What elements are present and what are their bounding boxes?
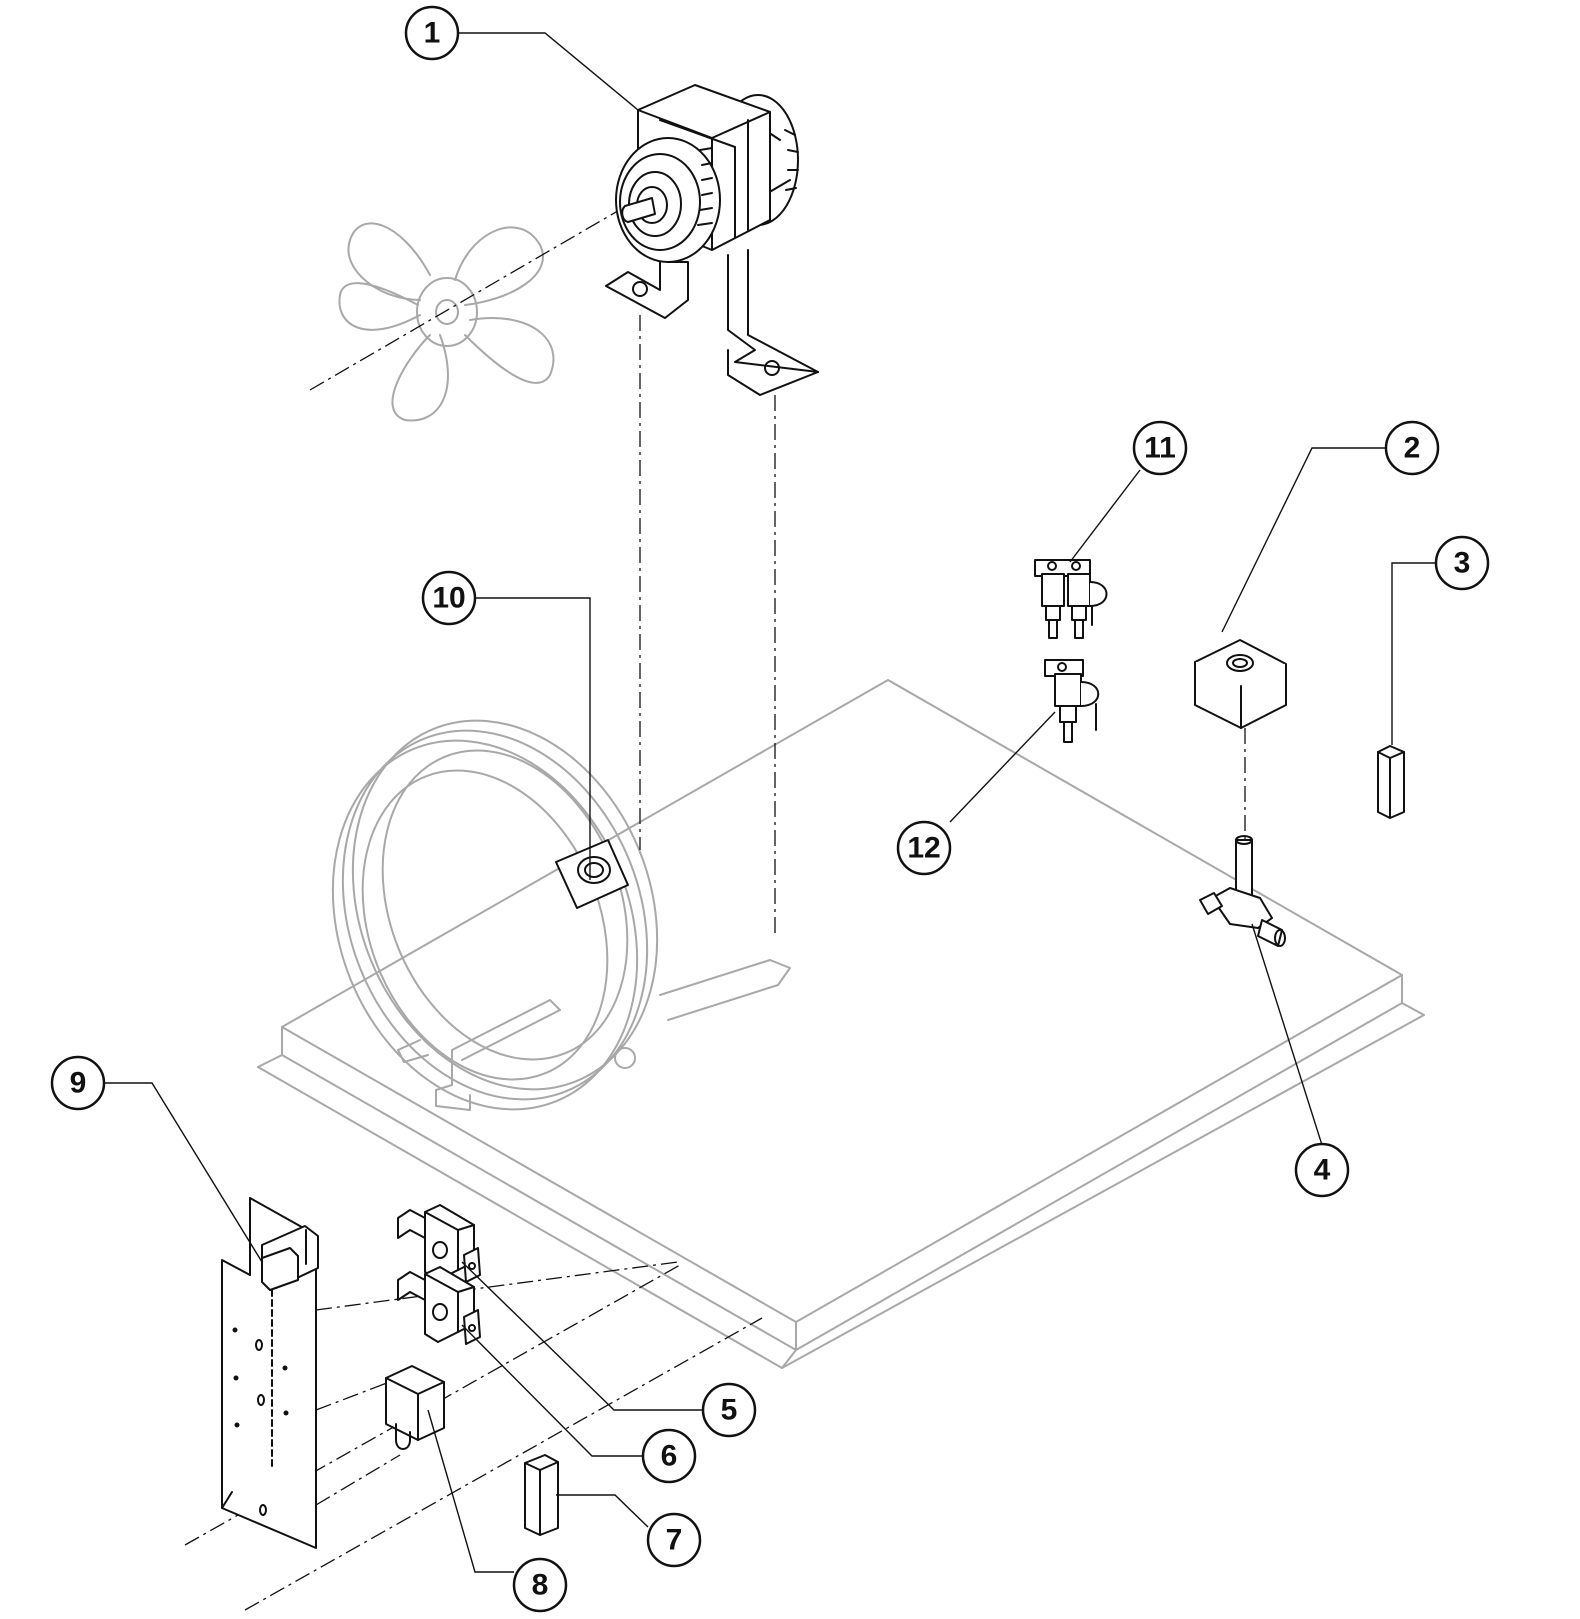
callout-4: 4 — [1294, 1142, 1350, 1198]
callout-8-label: 8 — [532, 1569, 549, 1602]
callout-6-label: 6 — [661, 1440, 678, 1473]
callout-8: 8 — [512, 1557, 568, 1613]
callout-7-label: 7 — [666, 1524, 683, 1557]
condenser-coil — [331, 719, 791, 1111]
callout-2-label: 2 — [1404, 432, 1421, 465]
callout-6: 6 — [641, 1428, 697, 1484]
callout-10: 10 — [421, 570, 477, 626]
callout-12: 12 — [896, 820, 952, 876]
base-plate — [257, 679, 1425, 1369]
fan-blade — [338, 222, 555, 422]
callout-1: 1 — [404, 5, 460, 61]
control-panel — [221, 1197, 319, 1549]
callout-11: 11 — [1132, 420, 1188, 476]
valve-body — [1199, 835, 1286, 947]
callout-9-label: 9 — [70, 1067, 87, 1100]
relay-upper — [397, 1204, 481, 1283]
callout-12-label: 12 — [907, 832, 940, 865]
callout-9: 9 — [50, 1055, 106, 1111]
callout-2: 2 — [1384, 420, 1440, 476]
leader-lines — [104, 32, 1436, 1573]
relay-lower — [397, 1266, 481, 1345]
fan-motor — [605, 84, 819, 396]
callout-5-label: 5 — [721, 1394, 738, 1427]
mounting-clip — [1377, 745, 1405, 819]
callout-3-label: 3 — [1454, 547, 1471, 580]
callout-4-label: 4 — [1314, 1154, 1331, 1187]
capacitor — [385, 1365, 445, 1450]
callout-11-label: 11 — [1144, 432, 1176, 465]
callout-7: 7 — [646, 1512, 702, 1568]
callout-10-label: 10 — [432, 582, 465, 615]
callout-3: 3 — [1434, 535, 1490, 591]
solenoid-coil — [1194, 639, 1287, 729]
callout-1-label: 1 — [424, 17, 441, 50]
terminal-cover — [524, 1454, 559, 1536]
callout-5: 5 — [701, 1382, 757, 1438]
dual-water-valve — [1034, 559, 1108, 639]
coil-clamp — [555, 839, 629, 909]
single-water-valve — [1044, 659, 1100, 743]
